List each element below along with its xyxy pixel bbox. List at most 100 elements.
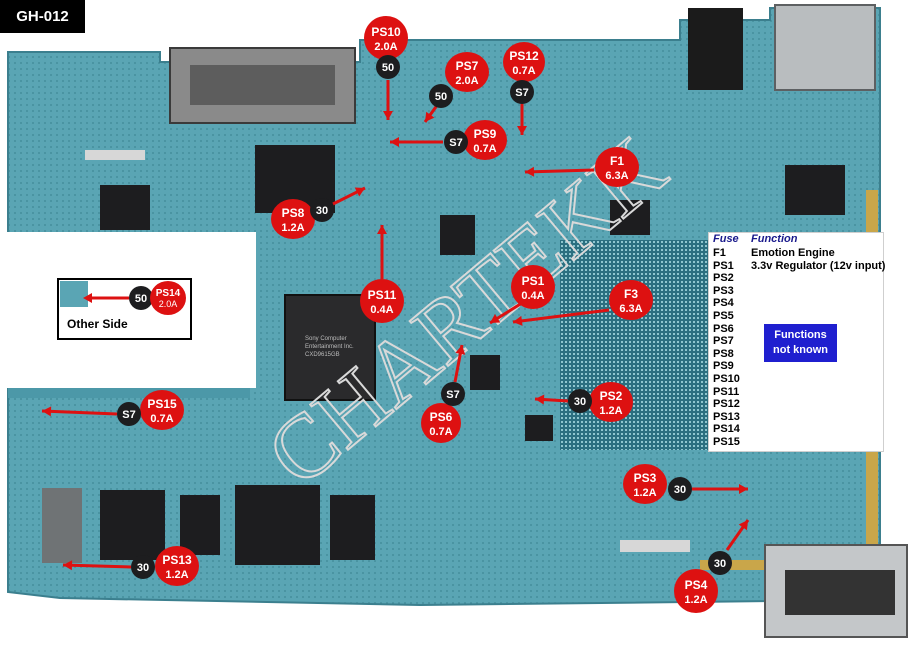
svg-text:PS4: PS4 <box>685 578 708 592</box>
chip-bottom-1 <box>100 490 165 560</box>
svg-text:1.2A: 1.2A <box>684 594 707 606</box>
ps9-arrow <box>390 137 443 147</box>
svg-text:50: 50 <box>135 293 147 305</box>
f1-callout: F16.3A <box>595 147 639 187</box>
ps12-arrow <box>517 104 527 135</box>
chip-left <box>100 185 150 230</box>
svg-text:2.0A: 2.0A <box>159 299 178 309</box>
inset-board <box>60 281 88 307</box>
chip-bottom-left <box>42 488 82 563</box>
ps2-arrow <box>534 394 569 405</box>
ps14-chip: 50 <box>129 286 153 310</box>
ps15-arrow <box>41 406 118 417</box>
legend-fuse-ps6: PS6 <box>713 322 734 335</box>
ps10-arrow <box>383 80 393 120</box>
svg-text:6.3A: 6.3A <box>619 303 642 315</box>
chip-marking-line2: Entertainment Inc. <box>305 344 354 350</box>
ribbon-connector-1 <box>85 150 145 160</box>
legend-fuse-ps14: PS14 <box>713 423 740 436</box>
svg-text:S7: S7 <box>449 137 462 149</box>
ps4-arrow <box>725 519 750 551</box>
svg-text:PS2: PS2 <box>600 389 623 403</box>
chip-mid-2 <box>470 355 500 390</box>
ps10-chip: 50 <box>376 55 400 79</box>
connector-card-slot-inner <box>190 65 335 105</box>
connector-bottom-right-inner <box>785 570 895 615</box>
ps13-arrow <box>62 560 132 571</box>
legend-fuse-ps10: PS10 <box>713 373 740 385</box>
svg-text:0.7A: 0.7A <box>150 413 173 425</box>
functions-unknown-line2: not known <box>773 344 828 356</box>
legend-fuse-ps11: PS11 <box>713 385 740 398</box>
chip-emotion-engine <box>284 294 376 401</box>
ps2-chip: 30 <box>568 389 592 413</box>
svg-text:F3: F3 <box>624 287 638 301</box>
board-edge-strip <box>8 388 250 398</box>
svg-text:0.7A: 0.7A <box>429 426 452 438</box>
svg-text:PS8: PS8 <box>282 206 305 220</box>
legend-function-f1: Emotion Engine <box>751 247 835 259</box>
svg-text:30: 30 <box>714 558 726 570</box>
f3-arrow <box>512 308 610 326</box>
legend-fuse-ps9: PS9 <box>713 360 734 373</box>
legend-fuse-f1: F1 <box>713 247 726 259</box>
ps3-chip: 30 <box>668 477 692 501</box>
ps4-callout: PS4 1.2A <box>674 569 718 613</box>
ps11-arrow <box>377 225 387 279</box>
ps6-chip: S7 <box>441 382 465 406</box>
ps4-chip: 30 <box>708 551 732 575</box>
chip-bottom-2 <box>235 485 320 565</box>
legend-fuse-ps12: PS12 <box>713 398 740 411</box>
svg-text:PS10: PS10 <box>371 25 401 39</box>
f1-arrow <box>524 166 595 177</box>
ps13-callout: PS13 1.2A <box>155 546 199 586</box>
svg-text:2.0A: 2.0A <box>374 41 397 53</box>
legend-function-header: Function <box>751 233 798 245</box>
svg-text:S7: S7 <box>446 389 459 401</box>
model-label: GH-012 <box>0 0 85 33</box>
svg-text:PS13: PS13 <box>162 553 192 567</box>
svg-text:PS15: PS15 <box>147 397 177 411</box>
connector-usb <box>774 4 876 91</box>
legend-fuse-ps5: PS5 <box>713 310 734 322</box>
ps8-arrow <box>332 186 366 206</box>
connector-jack <box>688 8 743 90</box>
ps6-arrow <box>453 344 466 383</box>
ps1-callout: PS10.4A <box>511 265 555 309</box>
svg-text:1.2A: 1.2A <box>165 569 188 581</box>
ps13-chip: 30 <box>131 555 155 579</box>
svg-text:30: 30 <box>674 484 686 496</box>
ps14-arrow <box>83 293 129 303</box>
f3-callout: F3 6.3A <box>609 280 653 320</box>
svg-text:50: 50 <box>382 62 394 74</box>
svg-text:1.2A: 1.2A <box>633 487 656 499</box>
legend-fuse-ps2: PS2 <box>713 272 734 285</box>
svg-text:30: 30 <box>137 562 149 574</box>
svg-text:PS9: PS9 <box>474 127 497 141</box>
chip-bottom-3 <box>330 495 375 560</box>
svg-text:30: 30 <box>316 205 328 217</box>
ps1-arrow <box>489 301 523 325</box>
chip-marking-line3: CXD9615GB <box>305 352 340 358</box>
chip-bottom-4 <box>180 495 220 555</box>
legend-fuse-ps7: PS7 <box>713 335 734 348</box>
ps7-arrow <box>423 103 440 123</box>
svg-text:PS7: PS7 <box>456 59 479 73</box>
legend-fuse-ps3: PS3 <box>713 284 734 297</box>
svg-text:PS1: PS1 <box>522 274 545 288</box>
ps15-chip: S7 <box>117 402 141 426</box>
legend-fuse-ps4: PS4 <box>713 297 734 310</box>
legend-fuse-header: Fuse <box>713 233 739 245</box>
